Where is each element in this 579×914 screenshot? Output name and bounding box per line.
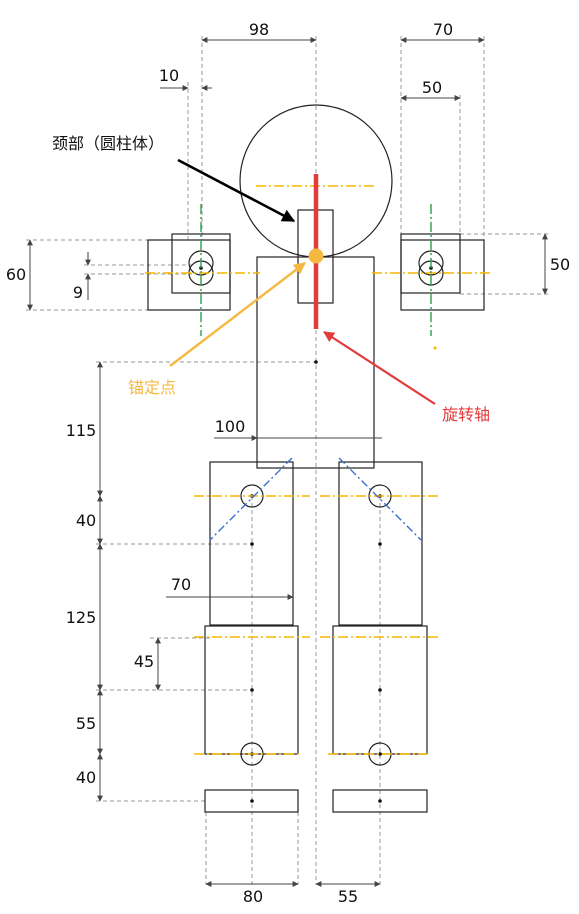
dim-60: 60 bbox=[6, 265, 26, 284]
neck-callout-arrow bbox=[177, 158, 296, 223]
anchor-callout-arrow bbox=[169, 262, 306, 367]
left-shoulder-inner bbox=[171, 233, 231, 294]
left-thigh bbox=[209, 461, 294, 626]
orange-centerlines bbox=[145, 185, 490, 755]
dim-80: 80 bbox=[243, 887, 263, 906]
dim-70-mid: 70 bbox=[171, 575, 191, 594]
dim-55-left: 55 bbox=[76, 714, 96, 733]
left-foot bbox=[204, 789, 299, 813]
dim-125: 125 bbox=[66, 608, 97, 627]
green-centerlines bbox=[200, 204, 432, 336]
dim-55-bottom: 55 bbox=[338, 887, 358, 906]
dim-50-right: 50 bbox=[550, 255, 570, 274]
axis-callout-arrow bbox=[323, 331, 436, 405]
dim-10: 10 bbox=[159, 66, 179, 85]
right-foot bbox=[332, 789, 428, 813]
dim-115: 115 bbox=[66, 421, 97, 440]
dim-40-a: 40 bbox=[76, 511, 96, 530]
left-shoulder-joint-a bbox=[188, 250, 214, 276]
dim-70-top: 70 bbox=[433, 20, 453, 39]
blue-diagonals bbox=[209, 457, 422, 541]
dim-9: 9 bbox=[73, 283, 83, 302]
dimension-lines bbox=[27, 37, 548, 887]
neck-label: 颈部（圆柱体） bbox=[52, 134, 164, 153]
axis-label: 旋转轴 bbox=[442, 405, 490, 424]
dim-40-b: 40 bbox=[76, 768, 96, 787]
center-dots bbox=[199, 266, 433, 803]
right-shoulder-inner bbox=[400, 233, 461, 294]
anchor-label: 锚定点 bbox=[128, 378, 176, 397]
dim-45: 45 bbox=[134, 652, 154, 671]
right-shoulder-joint-a bbox=[418, 250, 444, 276]
dim-100: 100 bbox=[215, 417, 246, 436]
dim-98: 98 bbox=[249, 20, 269, 39]
orange-dot bbox=[433, 346, 437, 350]
right-thigh bbox=[338, 461, 423, 626]
guide-lines bbox=[26, 36, 548, 885]
dim-50-top: 50 bbox=[422, 78, 442, 97]
dimension-labels: 98 70 10 50 60 9 50 115 100 40 125 70 45… bbox=[6, 20, 570, 906]
anchor-point bbox=[308, 248, 324, 264]
